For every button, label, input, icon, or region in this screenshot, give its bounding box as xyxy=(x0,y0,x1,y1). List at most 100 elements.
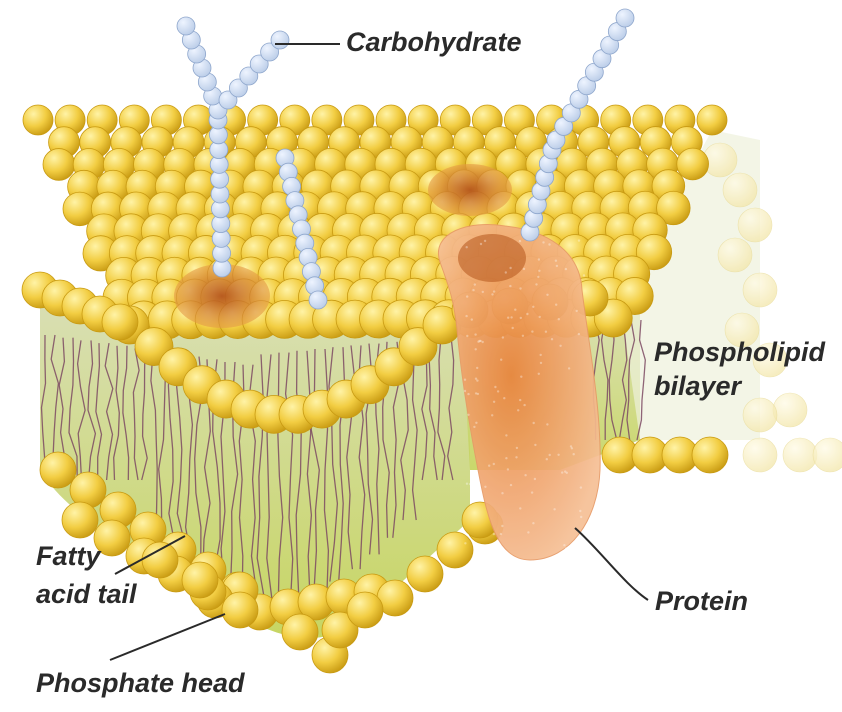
protein-texture-dot xyxy=(542,241,544,243)
top-phosphate-head xyxy=(43,149,75,181)
protein-texture-dot xyxy=(488,465,490,467)
protein-texture-dot xyxy=(568,367,570,369)
bottom-phosphate-head xyxy=(407,556,443,592)
protein-texture-dot xyxy=(519,507,521,509)
protein-texture-dot xyxy=(500,533,502,535)
bottom-phosphate-head xyxy=(437,532,473,568)
faded-phosphate-head xyxy=(743,273,777,307)
protein-texture-dot xyxy=(546,458,548,460)
protein-texture-dot xyxy=(578,333,580,335)
carbohydrate-unit xyxy=(309,291,327,309)
top-phosphate-head xyxy=(677,148,709,180)
protein-texture-dot xyxy=(474,333,476,335)
protein-texture-dot xyxy=(482,291,484,293)
protein-texture-dot xyxy=(564,470,566,472)
protein-texture-dot xyxy=(558,318,560,320)
protein-texture-dot xyxy=(516,447,518,449)
label-phospholipid: Phospholipid xyxy=(654,336,825,369)
protein-texture-dot xyxy=(474,283,476,285)
faded-phosphate-head xyxy=(743,398,777,432)
protein-texture-dot xyxy=(520,376,522,378)
protein-texture-dot xyxy=(512,327,514,329)
protein-texture-dot xyxy=(556,265,558,267)
protein-texture-dot xyxy=(546,294,548,296)
protein-texture-dot xyxy=(464,542,466,544)
protein-texture-dot xyxy=(557,454,559,456)
protein-texture-dot xyxy=(501,492,503,494)
protein-texture-dot xyxy=(580,516,582,518)
label-carbohydrate: Carbohydrate xyxy=(346,26,522,59)
protein-texture-dot xyxy=(551,338,553,340)
protein-texture-dot xyxy=(475,392,477,394)
protein-texture-dot xyxy=(573,453,575,455)
faded-phosphate-head xyxy=(813,438,842,472)
protein-texture-dot xyxy=(471,318,473,320)
protein-texture-dot xyxy=(473,426,475,428)
protein-texture-dot xyxy=(538,270,540,272)
label-acid-tail: acid tail xyxy=(36,578,137,611)
protein-texture-dot xyxy=(475,348,477,350)
protein-texture-dot xyxy=(578,239,580,241)
bottom-phosphate-head xyxy=(40,452,76,488)
leader-phosphate-head xyxy=(110,614,225,660)
protein-texture-dot xyxy=(524,474,526,476)
protein-texture-dot xyxy=(583,274,585,276)
protein-texture-dot xyxy=(467,393,469,395)
protein-texture-dot xyxy=(526,313,528,315)
protein-texture-dot xyxy=(464,390,466,392)
protein-texture-dot xyxy=(519,287,521,289)
protein-texture-dot xyxy=(480,243,482,245)
faded-phosphate-head xyxy=(783,438,817,472)
carbohydrate-unit xyxy=(177,17,195,35)
protein-texture-dot xyxy=(477,341,479,343)
protein-texture-dot xyxy=(559,345,561,347)
protein-texture-dot xyxy=(493,533,495,535)
carbohydrate-unit xyxy=(271,31,289,49)
protein-texture-dot xyxy=(476,367,478,369)
protein-texture-dot xyxy=(520,317,522,319)
protein-texture-dot xyxy=(531,330,533,332)
protein-texture-dot xyxy=(519,399,521,401)
protein-texture-dot xyxy=(548,243,550,245)
faded-phosphate-head xyxy=(773,393,807,427)
protein-texture-dot xyxy=(500,359,502,361)
protein-texture-dot xyxy=(475,422,477,424)
protein-texture-dot xyxy=(540,354,542,356)
bottom-phosphate-head xyxy=(692,437,728,473)
protein-texture-dot xyxy=(532,522,534,524)
protein-texture-dot xyxy=(580,486,582,488)
faded-phosphate-head xyxy=(743,438,777,472)
protein-texture-dot xyxy=(549,454,551,456)
protein-texture-dot xyxy=(465,315,467,317)
protein-texture-dot xyxy=(493,463,495,465)
bottom-phosphate-head xyxy=(222,592,258,628)
protein-texture-dot xyxy=(522,335,524,337)
protein-texture-dot xyxy=(540,362,542,364)
protein-texture-dot xyxy=(482,341,484,343)
faded-phosphate-head xyxy=(718,238,752,272)
label-protein: Protein xyxy=(655,585,748,618)
protein-texture-dot xyxy=(497,390,499,392)
faded-phosphate-head xyxy=(723,173,757,207)
protein-texture-dot xyxy=(494,386,496,388)
protein-texture-dot xyxy=(534,444,536,446)
protein-pocket-middle xyxy=(428,164,512,216)
protein-texture-dot xyxy=(472,289,474,291)
protein-texture-dot xyxy=(532,306,534,308)
top-phosphate-head xyxy=(23,105,53,135)
protein-texture-dot xyxy=(523,268,525,270)
protein-texture-dot xyxy=(493,290,495,292)
protein-texture-dot xyxy=(561,471,563,473)
protein-texture-dot xyxy=(515,456,517,458)
top-phosphate-head xyxy=(697,105,727,135)
protein-texture-dot xyxy=(475,378,477,380)
label-phosphate-head: Phosphate head xyxy=(36,667,245,700)
bottom-phosphate-head xyxy=(142,542,178,578)
protein-texture-dot xyxy=(510,484,512,486)
protein-texture-dot xyxy=(484,240,486,242)
protein-texture-dot xyxy=(501,525,503,527)
protein-texture-dot xyxy=(538,258,540,260)
protein-texture-dot xyxy=(491,293,493,295)
protein-texture-dot xyxy=(484,486,486,488)
protein-texture-dot xyxy=(503,397,505,399)
